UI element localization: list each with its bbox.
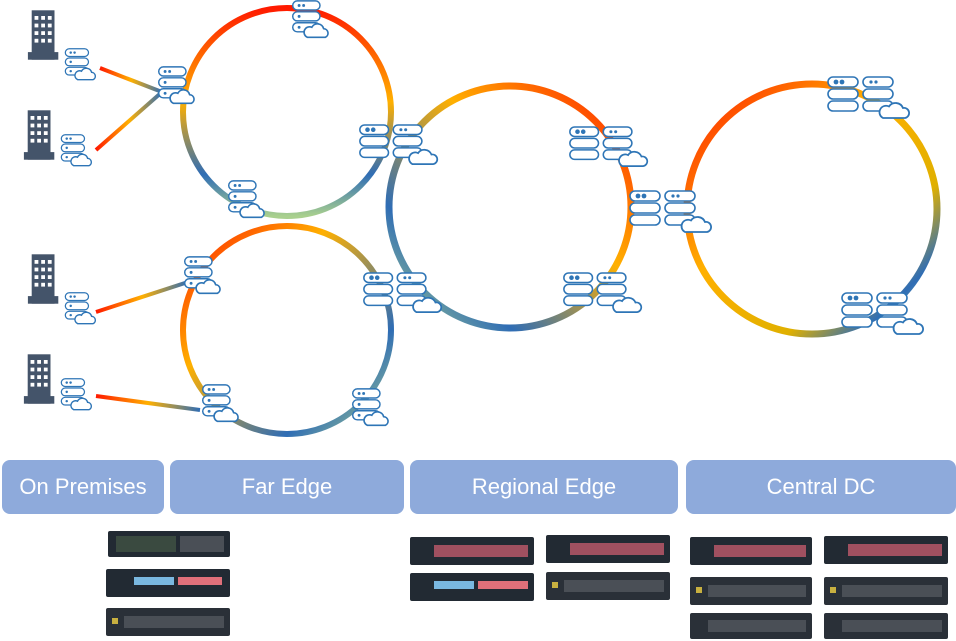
switch-chassis — [546, 535, 670, 563]
server-cluster-cloud-icon — [362, 272, 443, 313]
tier-central-dc: Central DC — [686, 460, 956, 514]
switch-chassis — [690, 613, 812, 639]
switch-chassis — [824, 577, 948, 605]
tier-regional-edge: Regional Edge — [410, 460, 678, 514]
tier-on-premises: On Premises — [2, 460, 164, 514]
switch-chassis — [824, 536, 948, 564]
far-edge-ring-top — [180, 5, 394, 219]
tier-far-edge: Far Edge — [170, 460, 404, 514]
switch-chassis — [690, 537, 812, 565]
switch-chassis — [824, 613, 948, 639]
server-cloud-icon — [183, 256, 222, 295]
switch-chassis — [410, 537, 534, 565]
office-building-icon — [27, 254, 59, 304]
switch-chassis — [106, 608, 230, 636]
access-links — [94, 66, 201, 412]
server-cloud-icon — [227, 180, 266, 219]
server-cloud-icon — [64, 292, 97, 325]
office-building-icon — [23, 110, 55, 160]
server-cloud-icon — [64, 48, 97, 81]
server-cluster-cloud-icon — [568, 126, 649, 167]
office-building-icon — [23, 354, 55, 404]
server-cloud-icon — [351, 388, 390, 427]
switch-chassis — [108, 531, 230, 557]
switch-chassis — [690, 577, 812, 605]
switch-chassis — [410, 573, 534, 601]
server-cloud-icon — [201, 384, 240, 423]
switch-chassis — [546, 572, 670, 600]
server-cluster-cloud-icon — [826, 76, 911, 120]
far-edge-ring-bottom — [180, 223, 394, 437]
server-cluster-cloud-icon — [628, 190, 713, 234]
server-cloud-icon — [291, 0, 330, 39]
server-cloud-icon — [60, 134, 93, 167]
hardware-chassis-group — [106, 531, 948, 639]
server-cloud-icon — [60, 378, 93, 411]
office-building-icon — [27, 10, 59, 60]
switch-chassis — [106, 569, 230, 597]
